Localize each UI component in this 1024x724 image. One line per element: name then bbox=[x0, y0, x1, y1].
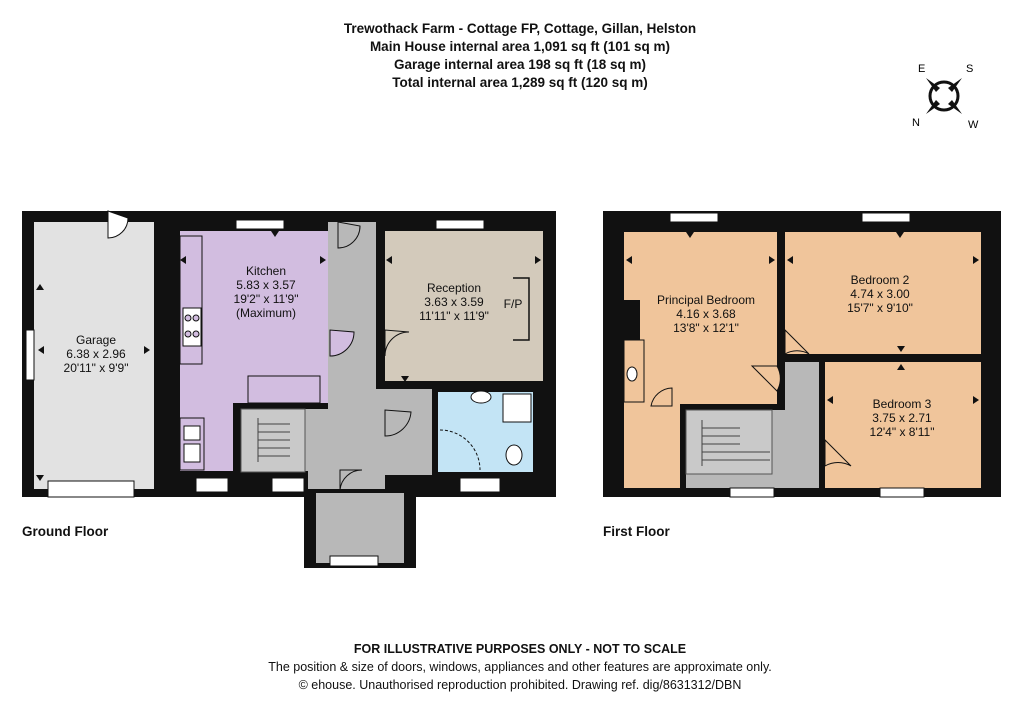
plan-footer: FOR ILLUSTRATIVE PURPOSES ONLY - NOT TO … bbox=[0, 640, 1024, 694]
principal-bedroom-room bbox=[624, 232, 777, 404]
reception-metric: 3.63 x 3.59 bbox=[424, 295, 484, 309]
plan-header: Trewothack Farm - Cottage FP, Cottage, G… bbox=[0, 20, 1024, 92]
bedroom-2-room bbox=[785, 232, 981, 354]
bedroom-2-name: Bedroom 2 bbox=[851, 273, 910, 287]
garage-area: Garage internal area 198 sq ft (18 sq m) bbox=[393, 57, 647, 72]
disclaimer-heading: FOR ILLUSTRATIVE PURPOSES ONLY - NOT TO … bbox=[353, 642, 687, 656]
first-floor-plan: Principal Bedroom 4.16 x 3.68 13'8" x 12… bbox=[603, 211, 1001, 498]
principal-bedroom-name: Principal Bedroom bbox=[657, 293, 755, 307]
disclaimer-text: The position & size of doors, windows, a… bbox=[268, 660, 772, 674]
garage-metric: 6.38 x 2.96 bbox=[66, 347, 126, 361]
kitchen-name: Kitchen bbox=[246, 264, 286, 278]
reception-name: Reception bbox=[427, 281, 481, 295]
compass-n: N bbox=[912, 117, 920, 129]
reception-imperial: 11'11" x 11'9" bbox=[419, 309, 489, 323]
ground-floor-label: Ground Floor bbox=[22, 524, 109, 539]
compass-e: E bbox=[918, 63, 925, 75]
kitchen-metric: 5.83 x 3.57 bbox=[236, 278, 296, 292]
compass-w: W bbox=[968, 119, 979, 131]
property-title: Trewothack Farm - Cottage FP, Cottage, G… bbox=[343, 21, 697, 36]
main-house-area: Main House internal area 1,091 sq ft (10… bbox=[369, 39, 671, 54]
total-area: Total internal area 1,289 sq ft (120 sq … bbox=[392, 75, 648, 90]
principal-bedroom-metric: 4.16 x 3.68 bbox=[676, 307, 736, 321]
bedroom-2-imperial: 15'7" x 9'10" bbox=[847, 301, 913, 315]
copyright-text: © ehouse. Unauthorised reproduction proh… bbox=[298, 678, 742, 692]
bedroom-3-room bbox=[825, 362, 981, 488]
kitchen-imperial: 19'2" x 11'9" bbox=[234, 292, 299, 306]
bedroom-2-metric: 4.74 x 3.00 bbox=[850, 287, 910, 301]
garage-name: Garage bbox=[76, 333, 116, 347]
ground-floor-plan: Garage 6.38 x 2.96 20'11" x 9'9" Kitchen… bbox=[22, 210, 556, 568]
bedroom-3-metric: 3.75 x 2.71 bbox=[872, 411, 932, 425]
reception-room bbox=[385, 231, 543, 381]
kitchen-room bbox=[180, 231, 328, 471]
garage-imperial: 20'11" x 9'9" bbox=[64, 361, 129, 375]
first-floor-label: First Floor bbox=[603, 524, 670, 539]
compass-s: S bbox=[966, 63, 973, 75]
principal-bedroom-imperial: 13'8" x 12'1" bbox=[673, 321, 739, 335]
bedroom-3-imperial: 12'4" x 8'11" bbox=[870, 425, 935, 439]
compass-rose-icon: E S N W bbox=[912, 63, 979, 131]
fireplace-label: F/P bbox=[504, 297, 523, 311]
bedroom-3-name: Bedroom 3 bbox=[873, 397, 932, 411]
kitchen-note: (Maximum) bbox=[236, 306, 296, 320]
porch bbox=[316, 493, 404, 563]
garage-room bbox=[34, 222, 154, 489]
ensuite-area bbox=[624, 404, 680, 488]
